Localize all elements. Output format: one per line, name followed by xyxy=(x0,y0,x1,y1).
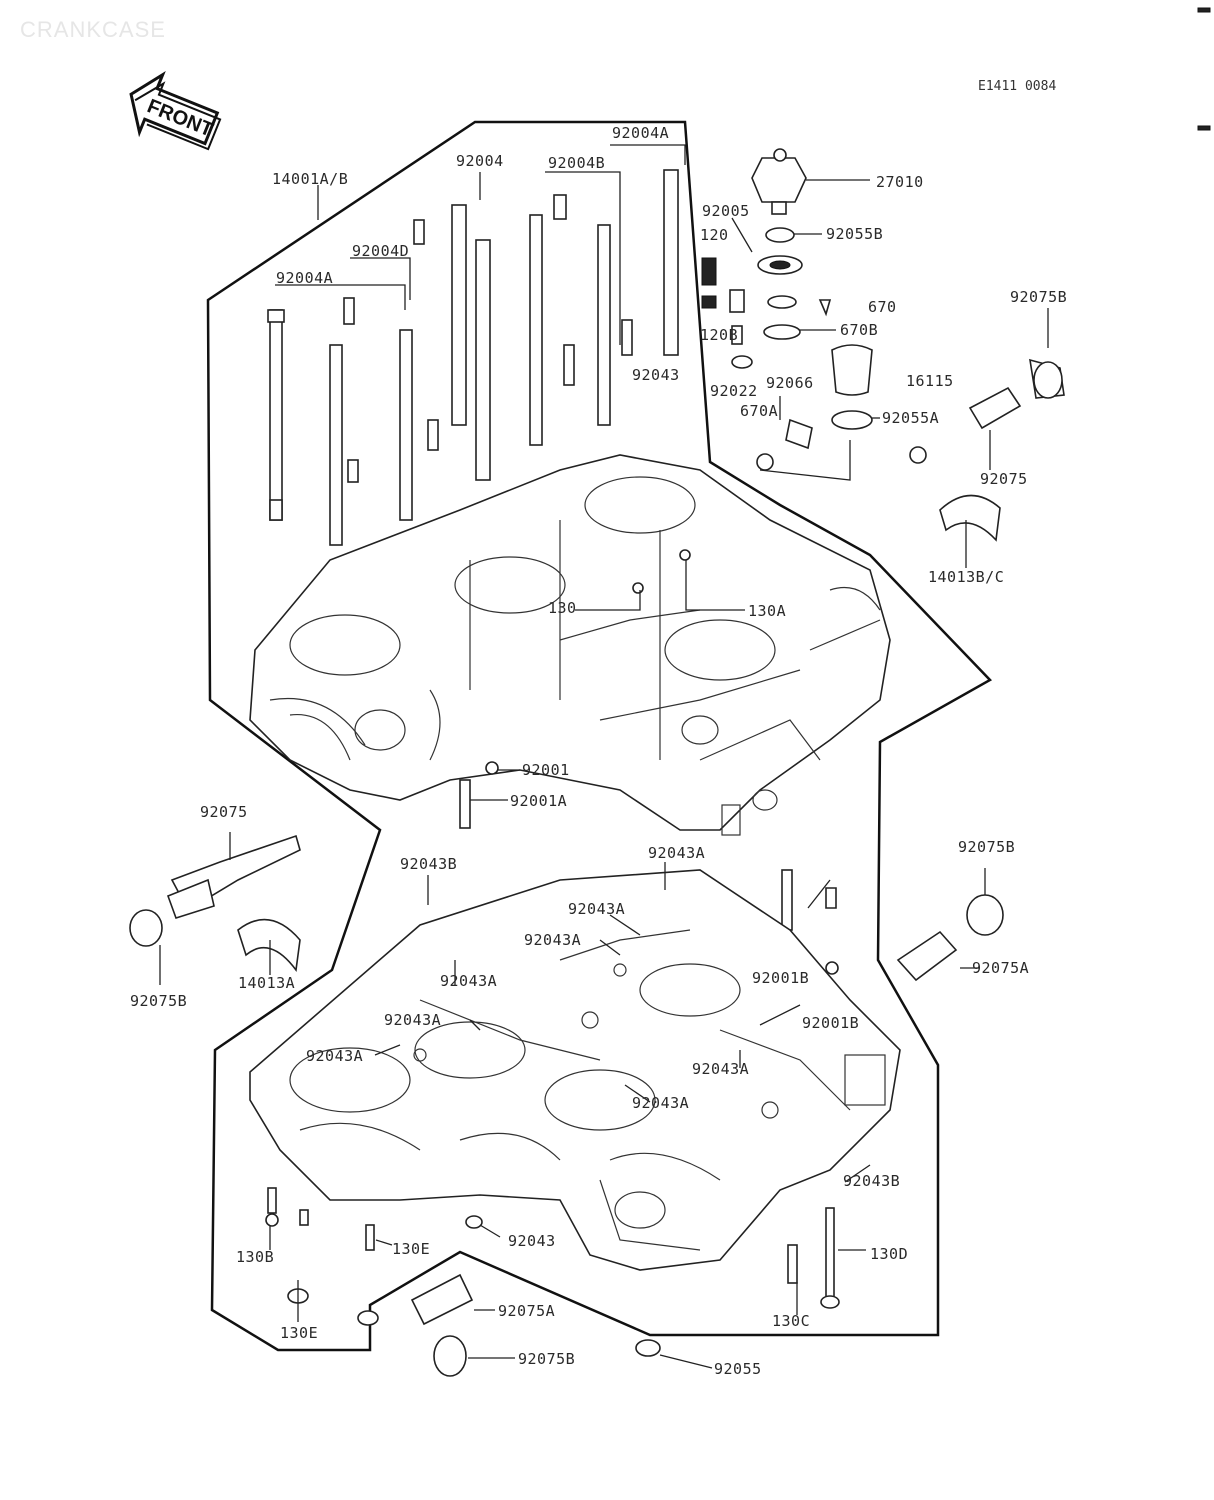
part-label: 92043B xyxy=(400,855,457,873)
part-label: 130B xyxy=(236,1248,274,1266)
part-label: 92043A xyxy=(632,1094,689,1112)
part-label: 670 xyxy=(868,298,897,316)
part-label: 92043 xyxy=(508,1232,556,1250)
part-label: 130A xyxy=(748,602,786,620)
part-label: 130C xyxy=(772,1312,810,1330)
oil-filter-parts xyxy=(701,148,1065,542)
part-label: 130E xyxy=(392,1240,430,1258)
upper-crankcase-illustration xyxy=(249,454,891,836)
part-label: 92075B xyxy=(1010,288,1067,306)
stud-leader-lines xyxy=(275,144,686,345)
part-label: 92043A xyxy=(384,1011,441,1029)
part-label: 92043A xyxy=(440,972,497,990)
part-label: 92001B xyxy=(752,969,809,987)
part-label: 92075B xyxy=(518,1350,575,1368)
part-number-labels: 92004A 92004 92004B 14001A/B 92004D 9200… xyxy=(130,124,1067,1378)
part-label: 92075A xyxy=(498,1302,555,1320)
part-label: 92022 xyxy=(710,382,758,400)
reference-code: E1411 0084 xyxy=(978,79,1056,94)
part-label: 670A xyxy=(740,402,778,420)
part-label: 92043 xyxy=(632,366,680,384)
left-side-parts xyxy=(129,832,301,985)
part-label: 14001A/B xyxy=(272,170,348,188)
part-label: 92075A xyxy=(972,959,1029,977)
part-label: 92001 xyxy=(522,761,570,779)
part-label: 92075B xyxy=(958,838,1015,856)
part-label: 92004A xyxy=(612,124,669,142)
right-side-parts xyxy=(781,868,1004,982)
part-label: 92043A xyxy=(568,900,625,918)
part-label: 92043B xyxy=(843,1172,900,1190)
part-label: 92066 xyxy=(766,374,814,392)
part-label: 14013B/C xyxy=(928,568,1004,586)
part-label: 92004 xyxy=(456,152,504,170)
part-label: 92055 xyxy=(714,1360,762,1378)
part-label: 92075B xyxy=(130,992,187,1010)
part-label: 92055B xyxy=(826,225,883,243)
lower-crankcase-illustration xyxy=(249,869,901,1271)
front-arrow-icon: FRONT xyxy=(129,71,222,151)
part-label: 92005 xyxy=(702,202,750,220)
section-title: CRANKCASE xyxy=(20,17,166,42)
part-label: 92004A xyxy=(276,269,333,287)
part-label: 92075 xyxy=(200,803,248,821)
part-label: 130D xyxy=(870,1245,908,1263)
upper-case-leaders xyxy=(470,560,745,801)
part-label: 92004D xyxy=(352,242,409,260)
part-label: 92075 xyxy=(980,470,1028,488)
lower-bolts xyxy=(265,1187,866,1377)
part-label: 14013A xyxy=(238,974,295,992)
part-label: 130 xyxy=(548,599,577,617)
parts-group-outline xyxy=(206,120,993,1352)
part-label: 120B xyxy=(700,326,738,344)
part-label: 27010 xyxy=(876,173,924,191)
part-label: 670B xyxy=(840,321,878,339)
part-label: 92043A xyxy=(306,1047,363,1065)
edge-mark-top xyxy=(1197,7,1211,13)
studs-group xyxy=(267,169,679,546)
part-label: 92001A xyxy=(510,792,567,810)
part-label: 130E xyxy=(280,1324,318,1342)
part-label: 92001B xyxy=(802,1014,859,1032)
edge-mark-bottom xyxy=(1197,125,1211,131)
part-label: 92043A xyxy=(692,1060,749,1078)
lower-case-leaders xyxy=(374,862,871,1183)
part-label: 92055A xyxy=(882,409,939,427)
oil-parts-leaders xyxy=(731,179,1049,568)
part-label: 92043A xyxy=(648,844,705,862)
part-label: 120 xyxy=(700,226,729,244)
part-label: 16115 xyxy=(906,372,954,390)
part-label: 92004B xyxy=(548,154,605,172)
part-label: 92043A xyxy=(524,931,581,949)
